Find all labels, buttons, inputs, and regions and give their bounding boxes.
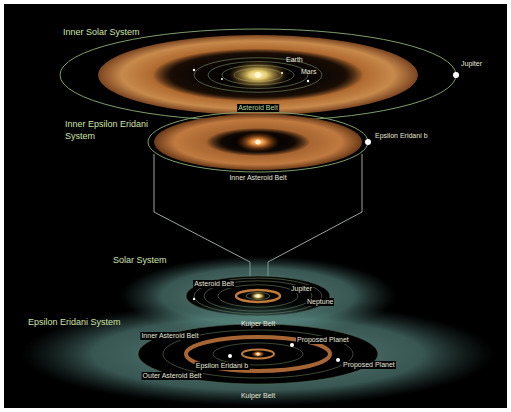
- system-illustration: [20, 300, 496, 408]
- planet-dot: [365, 139, 371, 145]
- feature-label: Neptune: [306, 298, 334, 306]
- planet-dot: [193, 298, 195, 300]
- feature-label: Epsilon Eridani b: [374, 132, 429, 140]
- sun-glow: [250, 292, 266, 300]
- system-disc: Epsilon Eridani System: [20, 300, 496, 408]
- inner-asteroid-band: [242, 350, 274, 359]
- planet-orbit: [246, 293, 270, 300]
- feature-label: Inner Asteroid Belt: [140, 332, 199, 340]
- planet-dot: [307, 80, 309, 82]
- inner-space: [138, 324, 378, 384]
- feature-label: Inner Asteroid Belt: [228, 174, 287, 182]
- feature-label: Proposed Planet: [342, 361, 396, 369]
- feature-label: Kuiper Belt: [240, 320, 276, 328]
- feature-label: Kuiper Belt: [240, 392, 276, 400]
- planet-dot: [281, 72, 283, 74]
- feature-label: Earth: [285, 56, 304, 64]
- sun-glow: [228, 61, 288, 89]
- star-glow: [236, 132, 280, 152]
- feature-label: Outer Asteroid Belt: [142, 372, 203, 380]
- system-illustration: [55, 22, 461, 130]
- asteroid-band: [154, 114, 362, 170]
- feature-label: Jupiter: [460, 60, 483, 68]
- kuiper-haze: [22, 302, 494, 406]
- planet-orbit: [208, 62, 308, 89]
- system-title: Solar System: [113, 254, 167, 266]
- feature-label: Epsilon Eridani b: [195, 362, 250, 370]
- system-disc: Inner Epsilon Eridani System: [60, 110, 420, 180]
- system-title: Epsilon Eridani System: [28, 316, 121, 328]
- sun: [257, 295, 260, 298]
- star: [257, 353, 260, 356]
- asteroid-band: [236, 290, 280, 302]
- feature-label: Asteroid Belt: [237, 104, 279, 112]
- feature-label: Jupiter: [290, 285, 313, 293]
- planet-orbit: [194, 58, 322, 93]
- planet-dot: [228, 354, 232, 358]
- planet-dot: [193, 69, 195, 71]
- feature-label: Asteroid Belt: [193, 280, 235, 288]
- planet-dot: [453, 72, 459, 78]
- orbit-ring: [60, 29, 456, 121]
- system-disc: Inner Solar System: [55, 22, 461, 130]
- planet-dot: [290, 343, 294, 347]
- star-glow: [251, 351, 265, 358]
- system-title: Inner Solar System: [63, 26, 140, 38]
- system-title: Inner Epsilon Eridani System: [65, 118, 157, 142]
- feature-label: Proposed Planet: [296, 336, 350, 344]
- star: [256, 140, 261, 145]
- planet-dot: [221, 78, 223, 80]
- orbit-ring: [148, 112, 368, 172]
- sun: [255, 72, 261, 78]
- asteroid-band: [98, 35, 418, 115]
- planet-dot: [336, 358, 340, 362]
- feature-label: Mars: [300, 68, 318, 76]
